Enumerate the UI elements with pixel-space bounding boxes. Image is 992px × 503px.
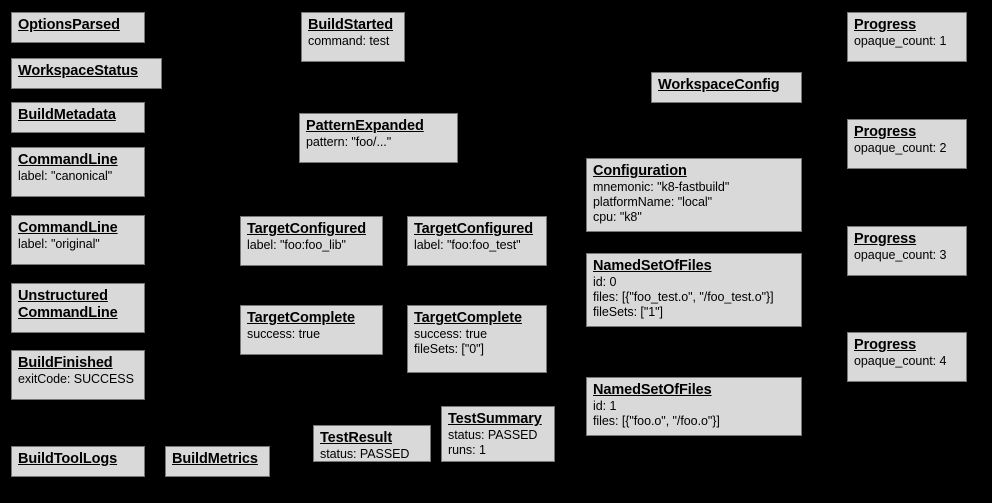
event-node-fields: label: "canonical" xyxy=(18,169,113,183)
event-node-fields: opaque_count: 2 xyxy=(854,141,947,155)
event-node-title: BuildToolLogs xyxy=(18,451,118,467)
event-node-fields: id: 0 files: [{"foo_test.o", "/foo_test.… xyxy=(593,275,774,319)
event-node-title: Unstructured CommandLine xyxy=(18,288,118,321)
event-node-title: Progress xyxy=(854,337,917,353)
event-node-fields: opaque_count: 4 xyxy=(854,354,947,368)
event-node-title: WorkspaceConfig xyxy=(658,77,780,93)
event-node-title: CommandLine xyxy=(18,152,118,168)
event-node-title: TestResult xyxy=(320,430,393,446)
event-node-title: TargetComplete xyxy=(414,310,522,326)
event-node-fields: label: "original" xyxy=(18,237,100,251)
event-node-fields: opaque_count: 3 xyxy=(854,248,947,262)
event-node-build-metrics[interactable]: BuildMetrics xyxy=(165,446,270,477)
event-node-title: BuildFinished xyxy=(18,355,113,371)
event-node-title: Progress xyxy=(854,124,917,140)
event-node-title: BuildMetrics xyxy=(172,451,258,467)
event-node-title: WorkspaceStatus xyxy=(18,63,138,79)
event-node-unstructured-command-line[interactable]: Unstructured CommandLine xyxy=(11,283,145,333)
event-node-options-parsed[interactable]: OptionsParsed xyxy=(11,12,145,43)
event-node-fields: id: 1 files: [{"foo.o", "/foo.o"}] xyxy=(593,399,720,428)
event-node-title: NamedSetOfFiles xyxy=(593,258,712,274)
event-node-fields: opaque_count: 1 xyxy=(854,34,947,48)
event-node-title: CommandLine xyxy=(18,220,118,236)
event-node-title: Progress xyxy=(854,17,917,33)
event-node-title: Progress xyxy=(854,231,917,247)
event-node-title: Configuration xyxy=(593,163,687,179)
event-node-fields: status: PASSED xyxy=(320,447,410,461)
event-node-workspace-config[interactable]: WorkspaceConfig xyxy=(651,72,802,103)
event-node-fields: status: PASSED runs: 1 xyxy=(448,428,538,457)
event-node-fields: mnemonic: "k8-fastbuild" platformName: "… xyxy=(593,180,730,224)
event-node-fields: pattern: "foo/..." xyxy=(306,135,392,149)
event-node-fields: success: true fileSets: ["0"] xyxy=(414,327,487,356)
event-node-fields: label: "foo:foo_test" xyxy=(414,238,521,252)
event-node-title: OptionsParsed xyxy=(18,17,120,33)
event-node-fields: command: test xyxy=(308,34,390,48)
event-node-title: TargetConfigured xyxy=(247,221,366,237)
event-node-fields: label: "foo:foo_lib" xyxy=(247,238,346,252)
event-node-fields: success: true xyxy=(247,327,320,341)
event-node-build-metadata[interactable]: BuildMetadata xyxy=(11,102,145,133)
event-node-fields: exitCode: SUCCESS xyxy=(18,372,134,386)
event-node-title: TargetConfigured xyxy=(414,221,533,237)
event-node-title: BuildMetadata xyxy=(18,107,116,123)
event-node-workspace-status[interactable]: WorkspaceStatus xyxy=(11,58,162,89)
event-node-build-tool-logs[interactable]: BuildToolLogs xyxy=(11,446,145,477)
event-node-title: NamedSetOfFiles xyxy=(593,382,712,398)
event-node-title: TargetComplete xyxy=(247,310,355,326)
event-node-title: BuildStarted xyxy=(308,17,394,33)
event-node-title: PatternExpanded xyxy=(306,118,424,134)
event-node-title: TestSummary xyxy=(448,411,542,427)
